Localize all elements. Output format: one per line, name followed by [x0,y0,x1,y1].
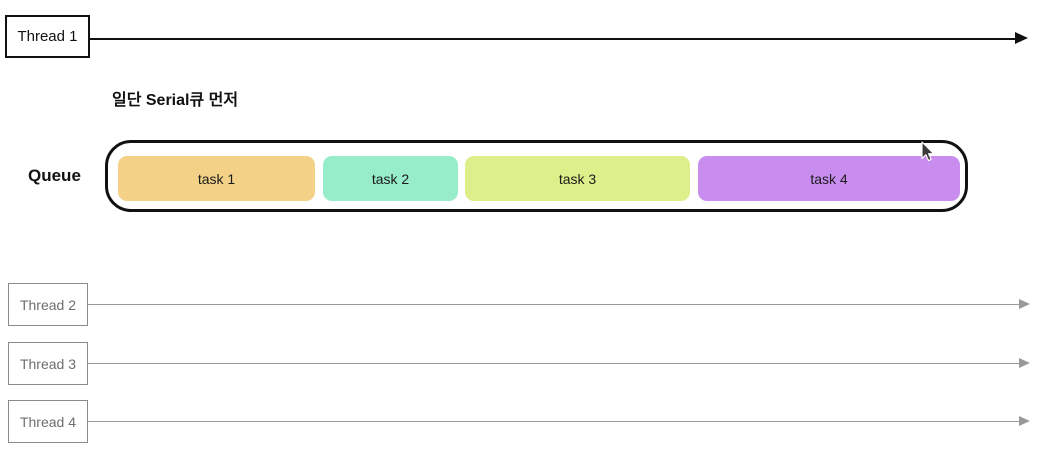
thread-box-thread-3: Thread 3 [8,342,88,385]
task-label: task 2 [371,170,410,187]
arrow-shaft [88,363,1019,364]
task-label: task 3 [558,170,597,187]
arrow-head-icon [1015,32,1028,44]
thread-box-thread-1: Thread 1 [5,15,90,58]
thread-box-thread-2: Thread 2 [8,283,88,326]
arrow-shaft [88,304,1019,305]
thread-box-thread-4: Thread 4 [8,400,88,443]
thread-label: Thread 3 [19,355,77,372]
arrow-head-icon [1019,416,1030,426]
task-label: task 1 [197,170,236,187]
arrow-head-icon [1019,358,1030,368]
queue-task-item[interactable]: task 1 [118,156,315,201]
queue-container: task 1 task 2 task 3 task 4 [105,140,968,212]
queue-task-item[interactable]: task 4 [698,156,960,201]
arrow-head-icon [1019,299,1030,309]
thread-label: Thread 2 [19,296,77,313]
task-label: task 4 [810,170,848,187]
thread-label: Thread 4 [19,413,77,430]
thread-label: Thread 1 [17,28,78,45]
queue-task-row: task 1 task 2 task 3 task 4 [108,143,965,209]
queue-label: Queue [28,166,81,185]
arrow-shaft [90,38,1015,40]
queue-task-item[interactable]: task 2 [323,156,458,201]
arrow-shaft [88,421,1019,422]
queue-task-item[interactable]: task 3 [465,156,690,201]
section-heading: 일단 Serial큐 먼저 [112,92,239,109]
